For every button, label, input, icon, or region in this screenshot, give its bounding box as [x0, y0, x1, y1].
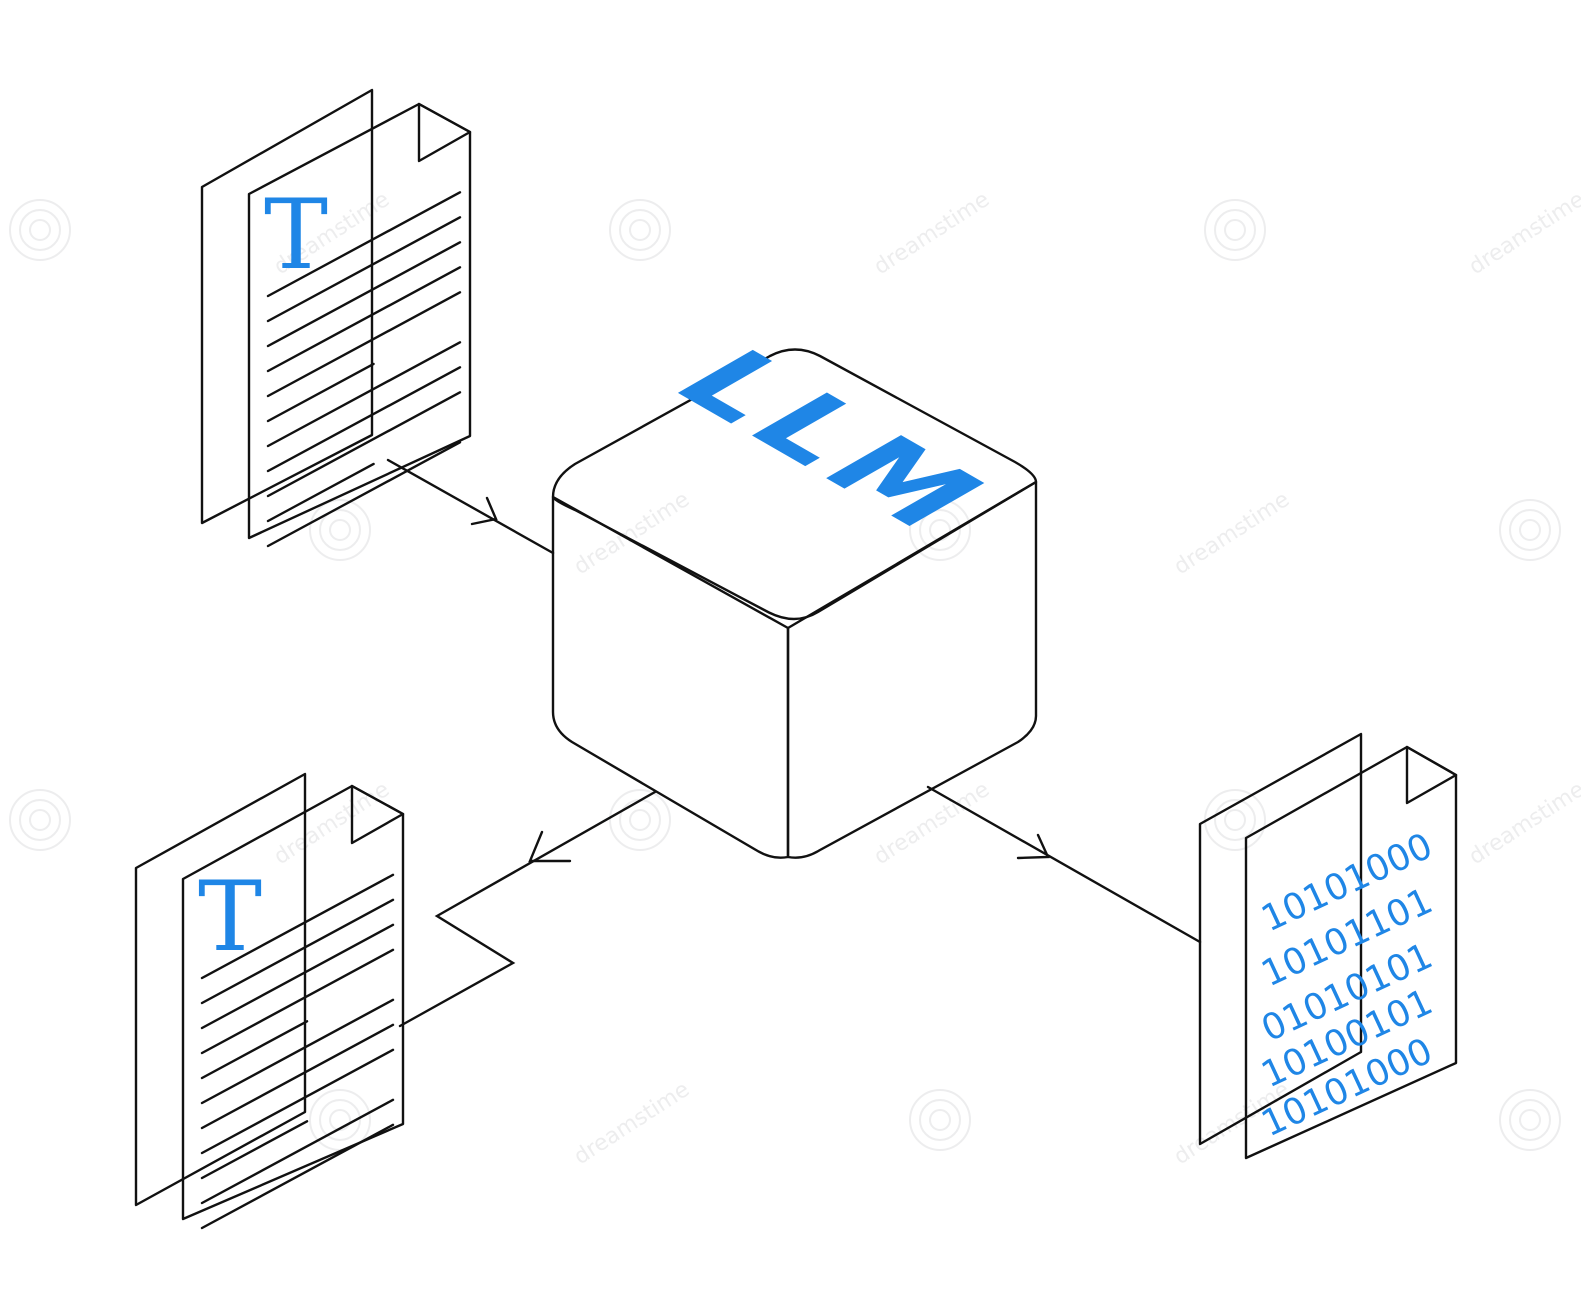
text-line	[266, 362, 375, 423]
text-lines	[266, 191, 462, 548]
document-front-page	[1244, 745, 1458, 1160]
arrowhead-icon	[528, 830, 572, 863]
page-fold-icon	[350, 784, 405, 845]
text-line	[200, 1020, 309, 1080]
watermark-swirl-icon	[909, 1089, 971, 1151]
text-line	[200, 873, 395, 980]
page-fold-icon	[1405, 745, 1458, 805]
watermark-swirl-icon	[309, 499, 371, 561]
document-front-page	[247, 102, 472, 540]
text-line	[200, 998, 395, 1105]
cube-left-face	[551, 495, 790, 859]
binary-document: 10101000 10101101 01010101 10100101 1010…	[1198, 732, 1458, 1160]
arrowhead-icon	[1016, 833, 1050, 860]
text-line	[266, 441, 462, 548]
text-line	[266, 391, 462, 498]
text-line	[200, 923, 395, 1030]
connector-llm-to-binary	[926, 785, 1202, 944]
page-fold-icon	[417, 102, 472, 163]
watermark-swirl-icon	[909, 499, 971, 561]
text-line	[266, 216, 462, 323]
connector-input-to-llm	[386, 458, 555, 555]
output-text-document: T	[134, 772, 405, 1230]
connector-llm-to-output	[398, 790, 657, 1028]
input-text-document: T	[200, 88, 472, 548]
document-back-page	[200, 88, 374, 525]
text-line	[266, 241, 462, 348]
document-back-page	[134, 772, 307, 1207]
text-line	[266, 191, 462, 298]
text-lines	[200, 873, 395, 1230]
watermark-swirl-icon	[9, 199, 71, 261]
text-line	[266, 291, 462, 398]
text-line	[266, 462, 375, 523]
watermark-text: dreamstime	[870, 187, 994, 280]
arrowhead-icon	[470, 496, 498, 526]
watermark-text: dreamstime	[270, 777, 394, 870]
text-line	[200, 1123, 395, 1230]
text-line	[200, 1023, 395, 1130]
document-front-page	[181, 784, 405, 1221]
text-line	[200, 948, 395, 1055]
text-line	[266, 366, 462, 473]
llm-cube: LLM	[551, 333, 1038, 859]
text-glyph-icon: T	[264, 179, 328, 291]
cube-right-face	[786, 480, 1038, 859]
text-line	[200, 1048, 395, 1155]
watermark-swirl-icon	[1499, 1089, 1561, 1151]
watermark-swirl-icon	[9, 789, 71, 851]
text-line	[266, 341, 462, 448]
watermark-text: dreamstime	[1465, 187, 1581, 280]
cube-top-face	[551, 348, 1038, 621]
llm-label: LLM	[644, 333, 1023, 551]
watermark-text: dreamstime	[1170, 487, 1294, 580]
watermark-swirl-icon	[1204, 789, 1266, 851]
watermark-swirl-icon	[609, 789, 671, 851]
watermark-text: dreamstime	[570, 1077, 694, 1170]
watermark-swirl-icon	[1204, 199, 1266, 261]
watermark-swirl-icon	[1499, 499, 1561, 561]
watermark-swirl-icon	[609, 199, 671, 261]
binary-rows: 10101000 10101101 01010101 10100101 1010…	[1255, 826, 1438, 1146]
text-line	[266, 266, 462, 373]
document-back-page	[1198, 732, 1363, 1146]
watermark-text: dreamstime	[1465, 777, 1581, 870]
text-line	[200, 898, 395, 1005]
text-line	[200, 1120, 309, 1180]
text-line	[200, 1098, 395, 1205]
watermark-text: dreamstime	[870, 777, 994, 870]
text-glyph-icon: T	[198, 861, 262, 973]
